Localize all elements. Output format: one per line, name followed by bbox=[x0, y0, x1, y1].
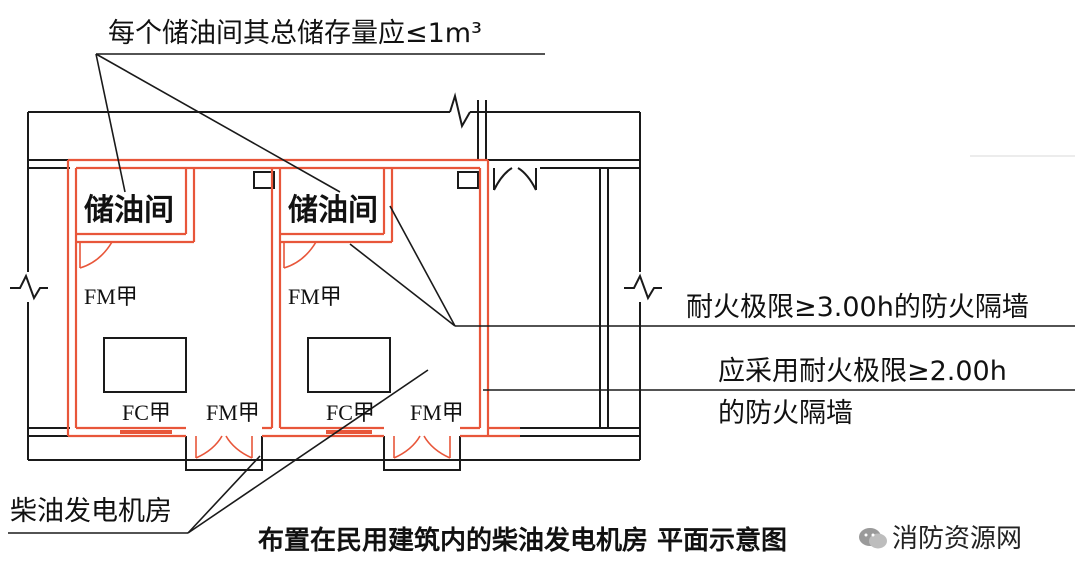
wall-2h-note-line2: 的防火隔墙 bbox=[718, 398, 853, 429]
fire-wall-bottom-1 bbox=[68, 426, 280, 438]
leader-top-1 bbox=[95, 53, 126, 193]
main-door-label-2: FM甲 bbox=[410, 400, 464, 425]
wall-2h-note-line1: 应采用耐火极限≥2.00h bbox=[718, 356, 1007, 387]
main-door-1 bbox=[195, 435, 253, 459]
fire-wall-outer bbox=[66, 158, 488, 436]
corner-box-2 bbox=[457, 171, 479, 189]
storage-room-1-wall bbox=[76, 168, 196, 244]
fire-wall-mid bbox=[270, 168, 282, 428]
storage-room-label-2: 储油间 bbox=[288, 193, 378, 228]
main-door-2 bbox=[393, 435, 451, 459]
storage-door-1 bbox=[79, 241, 113, 269]
break-mark-right bbox=[624, 273, 662, 301]
top-note: 每个储油间其总储存量应≤1m³ bbox=[108, 18, 482, 49]
corner-box-1 bbox=[253, 171, 275, 189]
generator-set-1 bbox=[103, 337, 187, 393]
diagram-caption: 布置在民用建筑内的柴油发电机房 平面示意图 bbox=[258, 526, 788, 556]
corridor-door bbox=[493, 167, 537, 191]
generator-set-2 bbox=[307, 337, 391, 393]
watermark: 消防资源网 bbox=[858, 526, 1022, 552]
watermark-text: 消防资源网 bbox=[892, 524, 1023, 554]
leader-gen-2 bbox=[187, 369, 429, 534]
window-label-1: FC甲 bbox=[122, 400, 171, 425]
storage-room-label-1: 储油间 bbox=[84, 193, 174, 228]
right-room-wall bbox=[599, 168, 609, 428]
wall-3h-note: 耐火极限≥3.00h的防火隔墙 bbox=[686, 292, 1029, 323]
corridor-wall-bottom bbox=[28, 427, 640, 437]
main-door-label-1: FM甲 bbox=[206, 400, 260, 425]
storage-room-2-wall bbox=[280, 168, 394, 244]
storage-door-2 bbox=[283, 241, 317, 269]
leader-3h-1 bbox=[349, 243, 456, 327]
vestibule-right bbox=[383, 436, 461, 471]
break-mark-left bbox=[10, 273, 48, 301]
leader-gen-1 bbox=[187, 455, 261, 534]
wechat-icon bbox=[859, 528, 887, 549]
storage-door-label-2: FM甲 bbox=[288, 284, 342, 309]
generator-room-label: 柴油发电机房 bbox=[10, 496, 172, 527]
fire-wall-bottom-2 bbox=[280, 426, 520, 438]
fire-wall-right bbox=[478, 160, 490, 436]
leader-3h-2 bbox=[389, 205, 456, 327]
leader-top-2 bbox=[95, 53, 341, 193]
vestibule-left bbox=[185, 436, 263, 471]
corridor-vertical-wall bbox=[477, 100, 487, 160]
break-mark-top bbox=[449, 92, 471, 129]
corridor-wall-top bbox=[28, 159, 640, 169]
storage-door-label-1: FM甲 bbox=[84, 284, 138, 309]
window-label-2: FC甲 bbox=[326, 400, 375, 425]
